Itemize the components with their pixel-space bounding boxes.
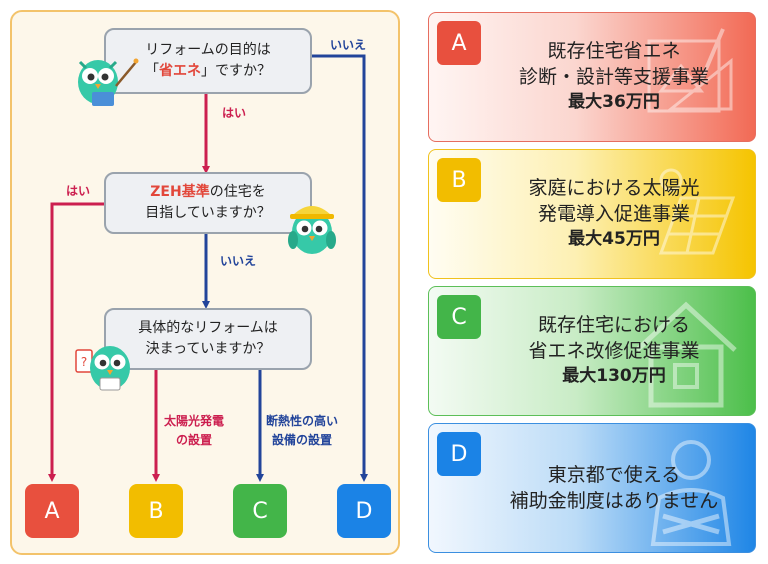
program-d-title-line-1: 東京都で使える [547, 463, 681, 486]
label-q1-no: いいえ [330, 38, 367, 52]
program-b-text: 家庭における太陽光 発電導入促進事業 最大45万円 [479, 150, 749, 278]
question-1-line-2-rest: 」ですか？ [201, 63, 271, 79]
endpoint-a: A [25, 484, 79, 538]
endpoint-b: B [129, 484, 183, 538]
label-branch-c: 断熱性の高い 設備の設置 [266, 412, 338, 450]
program-b-title-line-2: 発電導入促進事業 [537, 203, 690, 226]
question-1-line-2: 「省エネ」ですか？ [145, 61, 271, 82]
question-box-2: ZEH基準の住宅を 目指していますか？ [104, 172, 312, 234]
program-a-title-line-2: 診断・設計等支援事業 [518, 66, 709, 89]
program-card-a: A 既存住宅省エネ 診断・設計等支援事業 最大36万円 [428, 12, 756, 142]
program-c-amount: 最大130万円 [562, 366, 666, 387]
program-d-title-line-2: 補助金制度はありません [509, 490, 719, 512]
question-2-highlight: ZEH基準 [150, 184, 210, 200]
label-branch-c-line-2: 設備の設置 [272, 433, 333, 448]
program-card-c: C 既存住宅における 省エネ改修促進事業 最大130万円 [428, 286, 756, 416]
house-icon [635, 301, 737, 408]
question-3-line-1: 具体的なリフォームは [138, 320, 278, 336]
program-badge-d: D [437, 432, 481, 476]
label-branch-b: 太陽光発電 の設置 [164, 412, 224, 450]
program-a-amount: 最大36万円 [568, 92, 660, 113]
program-b-title-line-1: 家庭における太陽光 [528, 177, 700, 200]
program-badge-a: A [437, 21, 481, 65]
solar-panel-icon [658, 168, 736, 255]
label-branch-b-line-2: の設置 [176, 433, 213, 448]
endpoint-d: D [337, 484, 391, 538]
person-crossed-arms-icon [650, 440, 732, 546]
program-a-title-line-1: 既存住宅省エネ [547, 40, 681, 63]
arrow-q1-no [312, 54, 368, 482]
label-q2-yes: はい [66, 184, 91, 198]
program-c-title-line-1: 既存住宅における [537, 314, 690, 337]
question-2-line-2: 目指していますか？ [145, 205, 271, 221]
program-badge-b: B [437, 158, 481, 202]
program-card-b: B 家庭における太陽光 発電導入促進事業 最大45万円 [428, 149, 756, 279]
question-1-highlight: 省エネ [159, 63, 201, 79]
question-box-1: リフォームの目的は 「省エネ」ですか？ [104, 28, 312, 94]
arrow-q2-yes [48, 202, 104, 482]
svg-text:?: ? [81, 355, 87, 369]
blueprint-icon [647, 28, 733, 113]
question-2-line-1: ZEH基準の住宅を [150, 182, 265, 203]
program-card-d: D 東京都で使える 補助金制度はありません [428, 423, 756, 553]
label-branch-b-line-1: 太陽光発電 [164, 414, 225, 428]
label-branch-c-line-1: 断熱性の高い [266, 414, 339, 428]
question-1-bracket-open: 「 [145, 63, 159, 79]
program-c-title-line-2: 省エネ改修促進事業 [528, 340, 700, 363]
question-1-line-1: リフォームの目的は [145, 42, 271, 58]
program-a-text: 既存住宅省エネ 診断・設計等支援事業 最大36万円 [479, 13, 749, 141]
program-b-amount: 最大45万円 [568, 229, 660, 250]
label-q1-yes: はい [222, 106, 247, 120]
endpoint-c: C [233, 484, 287, 538]
program-d-text: 東京都で使える 補助金制度はありません [479, 424, 749, 552]
owl-mascot-hardhat-icon [288, 206, 336, 254]
label-q2-no: いいえ [220, 254, 257, 268]
owl-mascot-pointer-icon [78, 58, 139, 106]
program-badge-c: C [437, 295, 481, 339]
program-c-text: 既存住宅における 省エネ改修促進事業 最大130万円 [479, 287, 749, 415]
owl-mascot-question-icon: ? [75, 346, 130, 391]
question-3-line-2: 決まっていますか？ [145, 341, 271, 357]
question-2-line-1-rest: の住宅を [209, 184, 266, 200]
question-box-3: 具体的なリフォームは 決まっていますか？ [104, 308, 312, 370]
